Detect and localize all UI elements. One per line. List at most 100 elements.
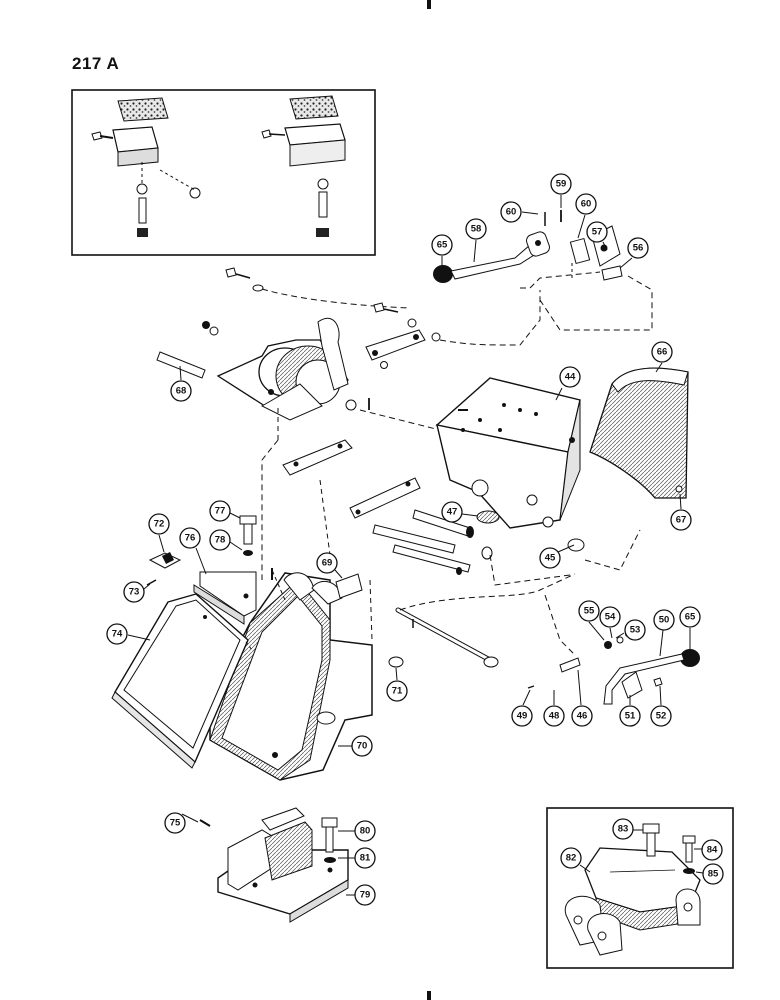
svg-text:55: 55	[584, 606, 595, 617]
seat-pad-left	[117, 97, 169, 122]
svg-text:69: 69	[322, 558, 333, 569]
svg-text:44: 44	[565, 372, 576, 383]
callout-76: 76	[179, 527, 207, 575]
svg-text:65: 65	[685, 612, 696, 623]
callout-50: 50	[653, 609, 675, 657]
svg-text:48: 48	[549, 711, 560, 722]
top-registration-mark	[427, 0, 431, 9]
svg-text:75: 75	[170, 818, 181, 829]
callout-75: 75	[164, 812, 199, 834]
callout-47: 47	[441, 501, 479, 523]
svg-text:68: 68	[176, 386, 187, 397]
callout-55: 55	[578, 600, 605, 641]
svg-text:59: 59	[556, 179, 567, 190]
svg-text:52: 52	[656, 711, 667, 722]
inset-frame	[71, 89, 376, 256]
main-bracket-44	[435, 377, 581, 529]
bolt-77	[243, 521, 253, 545]
svg-text:83: 83	[618, 824, 629, 835]
pedestal-70	[209, 569, 373, 781]
callout-83: 83	[612, 818, 643, 840]
callout-54: 54	[599, 606, 621, 639]
svg-text:73: 73	[129, 587, 140, 598]
callout-48: 48	[543, 690, 565, 727]
small-parts-left	[146, 515, 404, 827]
svg-text:49: 49	[517, 711, 528, 722]
svg-text:45: 45	[545, 553, 556, 564]
svg-text:54: 54	[605, 612, 616, 623]
callout-65-lower: 65	[679, 606, 701, 650]
inset-frame-right	[546, 807, 734, 969]
svg-text:65: 65	[437, 240, 448, 251]
lever-58	[450, 244, 544, 280]
lever-knob-lower	[680, 649, 700, 667]
svg-text:60: 60	[506, 207, 517, 218]
callout-84: 84	[694, 839, 723, 861]
callout-78: 78	[209, 529, 243, 551]
callout-82: 82	[560, 847, 591, 873]
side-panel-74	[111, 593, 253, 769]
seat-mount-inset	[71, 89, 376, 256]
callout-72: 72	[148, 513, 170, 553]
svg-text:74: 74	[112, 629, 123, 640]
callout-51: 51	[619, 695, 641, 727]
svg-text:76: 76	[185, 533, 196, 544]
upper-linkage-assembly	[156, 267, 541, 580]
svg-text:46: 46	[577, 711, 588, 722]
callout-69: 69	[316, 552, 343, 579]
svg-text:51: 51	[625, 711, 636, 722]
svg-text:78: 78	[215, 535, 226, 546]
callout-labels: 44 45 46 47 48 49 50 51 52 53 54 55 56 5…	[106, 173, 724, 906]
svg-text:71: 71	[392, 686, 403, 697]
link-plate	[365, 329, 426, 361]
callout-80: 80	[338, 820, 376, 842]
callout-73: 73	[123, 581, 151, 603]
callout-59: 59	[550, 173, 572, 208]
lever-knob-upper	[433, 265, 453, 283]
callout-65-upper: 65	[431, 234, 453, 266]
svg-text:79: 79	[360, 890, 371, 901]
callout-53: 53	[615, 619, 646, 641]
svg-text:84: 84	[707, 845, 718, 856]
callout-57: 57	[586, 221, 608, 251]
svg-text:53: 53	[630, 625, 641, 636]
bushing-69	[335, 573, 363, 599]
svg-text:72: 72	[154, 519, 165, 530]
shift-lever-upper	[433, 210, 653, 331]
callout-81: 81	[338, 847, 376, 869]
callout-45: 45	[539, 544, 575, 569]
callout-67: 67	[670, 493, 692, 531]
callout-71: 71	[386, 667, 408, 702]
svg-text:67: 67	[676, 515, 687, 526]
svg-text:85: 85	[708, 869, 719, 880]
callout-85: 85	[695, 863, 724, 885]
lever-50	[603, 653, 685, 705]
svg-text:60: 60	[581, 199, 592, 210]
svg-text:50: 50	[659, 615, 670, 626]
callout-60-left: 60	[500, 201, 539, 223]
svg-text:82: 82	[566, 853, 577, 864]
pivot-bracket-inset	[546, 807, 734, 969]
pin-68	[156, 351, 206, 379]
svg-text:66: 66	[657, 347, 668, 358]
callout-79: 79	[346, 884, 376, 906]
callout-56: 56	[619, 237, 649, 269]
callout-74: 74	[106, 623, 151, 645]
arm-lever	[317, 317, 349, 391]
base-79	[217, 807, 349, 923]
shift-lever-lower	[603, 631, 700, 705]
svg-text:56: 56	[633, 243, 644, 254]
callout-77: 77	[209, 500, 241, 522]
callout-60-right: 60	[575, 193, 597, 239]
callout-49: 49	[511, 689, 533, 727]
svg-text:57: 57	[592, 227, 603, 238]
callout-52: 52	[650, 685, 672, 727]
svg-text:77: 77	[215, 506, 226, 517]
callout-68: 68	[170, 365, 192, 402]
svg-text:70: 70	[357, 741, 368, 752]
callout-66: 66	[651, 341, 673, 373]
page-number: 217 A	[72, 54, 120, 73]
svg-text:58: 58	[471, 224, 482, 235]
callout-46: 46	[571, 669, 593, 727]
